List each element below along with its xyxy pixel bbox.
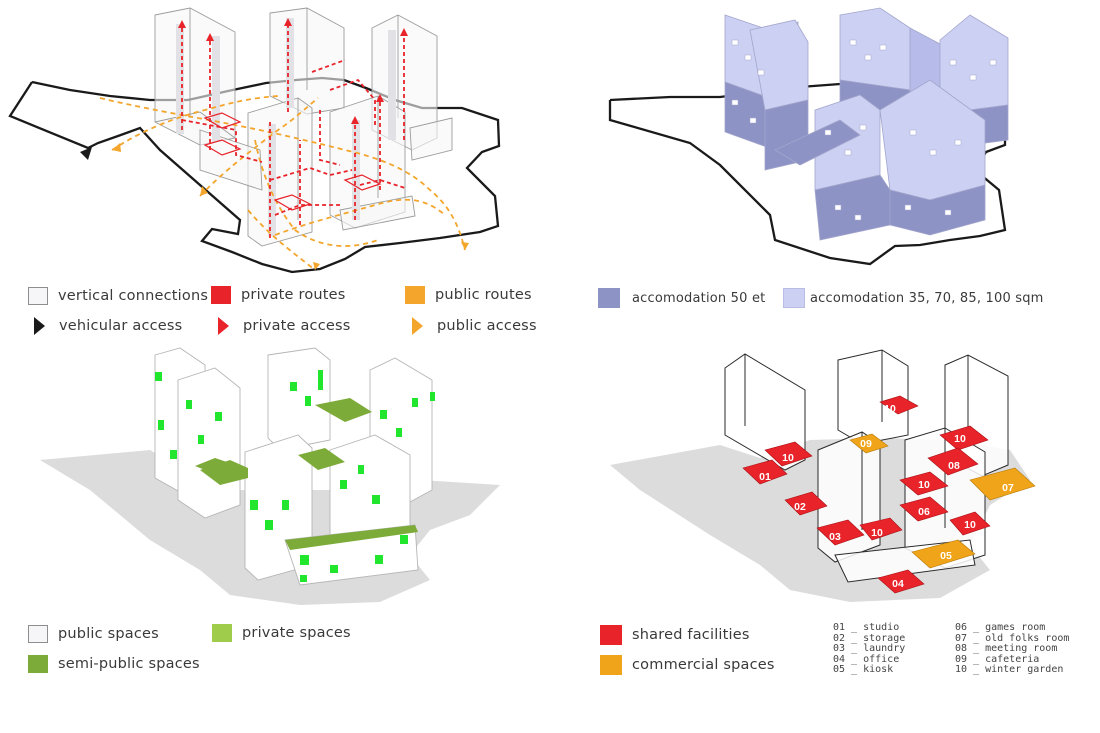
legend-accommodation-sizes: accomodation 35, 70, 85, 100 sqm xyxy=(783,288,1044,308)
legend-label: private access xyxy=(243,318,351,334)
facility-labels: 10 01 02 03 10 04 09 10 05 10 08 07 10 0… xyxy=(759,403,1014,590)
facility-label: 02 xyxy=(794,501,806,513)
legend-swatch-light-blue xyxy=(783,288,805,308)
legend-label: accomodation 50 et xyxy=(632,290,766,306)
legend-swatch-outline xyxy=(28,287,48,305)
legend-label: public access xyxy=(437,318,537,334)
legend-public-access: public access xyxy=(408,317,537,335)
facility-index-left: 01 _ studio 02 _ storage 03 _ laundry 04… xyxy=(833,622,906,676)
legend-public-spaces: public spaces xyxy=(28,625,159,643)
facility-index-item: 09 _ cafeteria xyxy=(955,653,1040,665)
facility-label: 10 xyxy=(884,403,896,415)
private-spaces xyxy=(155,370,435,582)
semi-public-spaces xyxy=(195,398,418,550)
legend-label: public spaces xyxy=(58,626,159,642)
facility-index-item: 03 _ laundry xyxy=(833,643,906,655)
facility-index-item: 06 _ games room xyxy=(955,622,1046,633)
legend-swatch-dark-blue xyxy=(598,288,620,308)
private-routes xyxy=(181,20,406,238)
facilities-diagram: 10 01 02 03 10 04 09 10 05 10 08 07 10 0… xyxy=(610,349,1036,602)
commercial-spaces xyxy=(849,433,1036,569)
facility-index-right: 06 _ games room 07 _ old folks room 08 _… xyxy=(955,622,1070,676)
legend-swatch-red xyxy=(600,625,622,645)
legend-commercial-spaces: commercial spaces xyxy=(600,655,775,675)
private-access-arrows xyxy=(178,18,408,124)
legend-label: shared facilities xyxy=(632,627,750,643)
legend-accommodation-50: accomodation 50 et xyxy=(598,288,765,308)
circulation-diagram xyxy=(8,7,501,274)
legend-private-spaces: private spaces xyxy=(212,624,351,642)
site-boundary xyxy=(608,82,1007,266)
facility-label: 10 xyxy=(954,433,966,445)
accommodation-towers xyxy=(724,7,1009,241)
legend-swatch-orange xyxy=(600,655,622,675)
legend-label: private routes xyxy=(241,287,346,303)
public-routes xyxy=(99,95,466,271)
facility-index-item: 08 _ meeting room xyxy=(955,643,1058,655)
legend-vertical-connections: vertical connections xyxy=(28,287,208,305)
private-route-blocks xyxy=(203,112,382,211)
legend-swatch-outline xyxy=(28,625,48,643)
facility-label: 08 xyxy=(948,460,960,472)
legend-label: semi-public spaces xyxy=(58,656,200,672)
legend-private-access: private access xyxy=(214,317,351,335)
facility-label: 10 xyxy=(918,479,930,491)
vehicular-arrow-icon xyxy=(34,317,45,335)
accommodation-diagram xyxy=(608,7,1009,266)
spaces-diagram xyxy=(40,347,500,605)
legend-label: private spaces xyxy=(242,625,351,641)
shared-facilities xyxy=(742,395,991,594)
facility-label: 03 xyxy=(829,531,841,543)
vehicular-access-arrow xyxy=(80,147,92,160)
facility-label: 04 xyxy=(892,578,904,590)
legend-label: commercial spaces xyxy=(632,657,775,673)
facility-index-item: 05 _ kiosk xyxy=(833,664,894,676)
facility-label: 07 xyxy=(1002,482,1014,494)
facility-index-item: 02 _ storage xyxy=(833,632,906,644)
legend-vehicular-access: vehicular access xyxy=(30,317,182,335)
facility-label: 05 xyxy=(940,550,952,562)
legend-private-routes: private routes xyxy=(211,286,346,304)
legend-swatch-bright-green xyxy=(212,624,232,642)
facade-openings xyxy=(731,39,997,221)
facility-index-item: 01 _ studio xyxy=(833,622,900,633)
vertical-connection-towers xyxy=(154,7,453,247)
legend-label: vehicular access xyxy=(59,318,183,334)
facility-label: 10 xyxy=(964,519,976,531)
facility-label: 06 xyxy=(918,506,930,518)
public-access-arrows xyxy=(112,143,469,270)
facility-label: 10 xyxy=(782,452,794,464)
facility-index-item: 04 _ office xyxy=(833,653,900,665)
facility-label: 01 xyxy=(759,471,771,483)
legend-swatch-olive-green xyxy=(28,655,48,673)
facility-label: 09 xyxy=(860,438,872,450)
public-arrow-icon xyxy=(412,317,423,335)
legend-label: accomodation 35, 70, 85, 100 sqm xyxy=(810,290,1044,306)
facility-index-item: 07 _ old folks room xyxy=(955,632,1070,644)
facility-label: 10 xyxy=(871,527,883,539)
legend-shared-facilities: shared facilities xyxy=(600,625,750,645)
private-arrow-icon xyxy=(218,317,229,335)
facility-index-item: 10 _ winter garden xyxy=(955,664,1064,676)
legend-public-routes: public routes xyxy=(405,286,532,304)
legend-swatch-red xyxy=(211,286,231,304)
legend-semi-public-spaces: semi-public spaces xyxy=(28,655,200,673)
legend-swatch-orange xyxy=(405,286,425,304)
legend-label: public routes xyxy=(435,287,532,303)
legend-label: vertical connections xyxy=(58,288,209,304)
